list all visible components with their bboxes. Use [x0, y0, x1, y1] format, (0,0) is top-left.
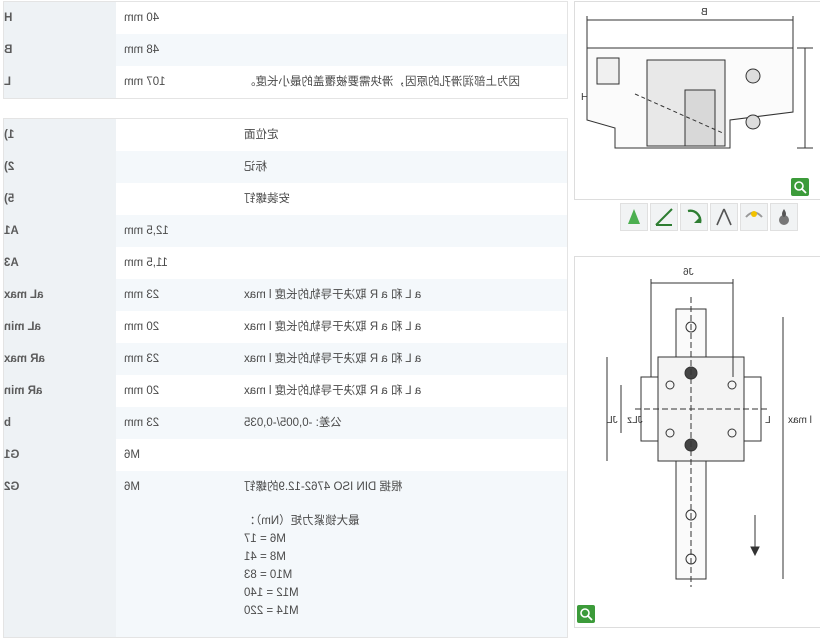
row-desc: a L 和 a R 取决于导轨的长度 l max [244, 289, 422, 301]
table-row: aR max 23 mm a L 和 a R 取决于导轨的长度 l max [4, 343, 567, 375]
row-value: 20 mm [124, 385, 160, 397]
zoom-button[interactable] [791, 178, 809, 196]
temperature-icon[interactable] [650, 203, 678, 231]
row-desc: 安装螺钉 [244, 193, 290, 205]
row-desc: 因为上部润滑孔的原因，滑块需要被覆盖的最小长度。 [244, 76, 520, 88]
row-key: B [4, 44, 13, 56]
table-row: 5) 安装螺钉 [4, 183, 567, 215]
table-row: b 23 mm 公差: -0,005/-0,035 [4, 407, 567, 439]
dim-label-j6: J6 [683, 267, 694, 278]
row-key: L [4, 76, 12, 88]
row-desc: a L 和 a R 取决于导轨的长度 l max [244, 353, 422, 365]
row-value: 23 mm [124, 417, 160, 429]
table-row: 2) 标记 [4, 151, 567, 183]
top-view-drawing: J6 JL JLz L l max [574, 256, 820, 628]
row-key: aR max [4, 353, 45, 365]
torque-note: M12 = 140 [244, 587, 299, 599]
row-desc: a L 和 a R 取决于导轨的长度 l max [244, 385, 422, 397]
top-view-svg [606, 279, 784, 587]
table-row: L 107 mm 因为上部润滑孔的原因，滑块需要被覆盖的最小长度。 [4, 66, 567, 98]
table-row: G2 M6 根据 DIN ISO 4762-12.9的螺钉 最大锁紧力矩（Nm）… [4, 471, 567, 637]
table-row: 1) 定位面 [4, 119, 567, 151]
torque-note: M14 = 220 [244, 605, 299, 617]
dim-label-height: H [581, 92, 589, 103]
property-icons [620, 203, 820, 231]
row-key: A3 [4, 257, 19, 269]
row-desc: 定位面 [244, 129, 279, 141]
dim-label-jl: JL [607, 415, 618, 426]
table-row: A1 12,5 mm [4, 215, 567, 247]
torque-note: 最大锁紧力矩（Nm）： [244, 515, 360, 527]
dim-label-length: L [765, 415, 771, 426]
dim-label-width: B [701, 7, 708, 18]
torque-note: M10 = 83 [244, 569, 293, 581]
magnifier-icon [580, 608, 593, 621]
row-key: G1 [4, 449, 20, 461]
row-desc: a L 和 a R 取决于导轨的长度 l max [244, 321, 422, 333]
row-value: 12,5 mm [124, 225, 169, 237]
row-value: 20 mm [124, 321, 160, 333]
torque-notes: 最大锁紧力矩（Nm）： M6 = 17 M8 = 41 M10 = 83 M12… [244, 512, 554, 620]
dimension-table-main: 1) 定位面 2) 标记 5) 安装螺钉 A1 12,5 mm A3 11,5 … [3, 118, 568, 638]
torque-note: M6 = 17 [244, 533, 286, 545]
row-value: M6 [124, 481, 140, 493]
magnifier-icon [794, 181, 807, 194]
row-value: 48 mm [124, 44, 160, 56]
cross-section-svg [586, 16, 813, 149]
lubrication-icon[interactable] [620, 203, 648, 231]
row-key: 1) [4, 129, 15, 141]
row-value: 107 mm [124, 76, 166, 88]
table-row: B 48 mm [4, 34, 567, 66]
dim-label-lmax: l max [788, 415, 812, 426]
load-up-icon[interactable] [740, 203, 768, 231]
table-row: aL max 23 mm a L 和 a R 取决于导轨的长度 l max [4, 279, 567, 311]
dimension-table-top: H 40 mm B 48 mm L 107 mm 因为上部润滑孔的原因，滑块需要… [3, 1, 568, 99]
row-key: b [4, 417, 12, 429]
torque-note: M8 = 41 [244, 551, 286, 563]
row-value: 23 mm [124, 289, 160, 301]
table-row: aL min 20 mm a L 和 a R 取决于导轨的长度 l max [4, 311, 567, 343]
row-key: A1 [4, 225, 19, 237]
table-row: aR min 20 mm a L 和 a R 取决于导轨的长度 l max [4, 375, 567, 407]
row-desc: 根据 DIN ISO 4762-12.9的螺钉 [244, 481, 403, 493]
dim-label-jlz: JLz [627, 415, 643, 426]
row-value: 11,5 mm [124, 257, 168, 269]
row-key: aR min [4, 385, 43, 397]
row-value: 23 mm [124, 353, 160, 365]
row-key: 5) [4, 193, 15, 205]
row-key: G2 [4, 481, 20, 493]
return-arrow-icon[interactable] [710, 203, 738, 231]
row-key: 2) [4, 161, 15, 173]
table-row: H 40 mm [4, 2, 567, 34]
zoom-button[interactable] [577, 605, 595, 623]
row-key: H [4, 12, 13, 24]
row-key: aL min [4, 321, 41, 333]
row-key: aL max [4, 289, 44, 301]
cross-section-drawing: B H [574, 1, 820, 200]
row-value: M6 [124, 449, 140, 461]
row-desc: 标记 [244, 161, 267, 173]
row-value: 40 mm [124, 12, 160, 24]
rail-icon[interactable] [680, 203, 708, 231]
table-row: A3 11,5 mm [4, 247, 567, 279]
load-down-icon[interactable] [770, 203, 798, 231]
table-row: G1 M6 [4, 439, 567, 471]
row-desc: 公差: -0,005/-0,035 [244, 417, 342, 429]
